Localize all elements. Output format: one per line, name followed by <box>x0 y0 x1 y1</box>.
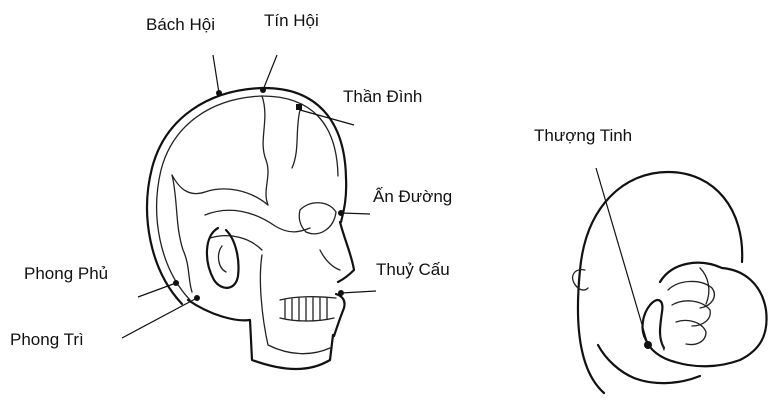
label-thuong-tinh: Thượng Tinh <box>534 127 632 144</box>
label-tin-hoi: Tín Hội <box>264 12 319 29</box>
head-back-hand-illustration <box>573 172 767 393</box>
label-an-duong: Ấn Đường <box>373 188 452 205</box>
than-dinh-point <box>296 104 302 110</box>
label-phong-tri: Phong Trì <box>10 331 84 348</box>
label-thuy-cau: Thuỷ Cấu <box>376 261 450 278</box>
leader-lines-right <box>596 168 648 345</box>
label-phong-phu: Phong Phủ <box>24 265 108 282</box>
label-than-dinh: Thần Đình <box>343 88 422 105</box>
label-bach-hoi: Bách Hội <box>146 16 215 33</box>
skull-profile-illustration <box>147 87 354 369</box>
